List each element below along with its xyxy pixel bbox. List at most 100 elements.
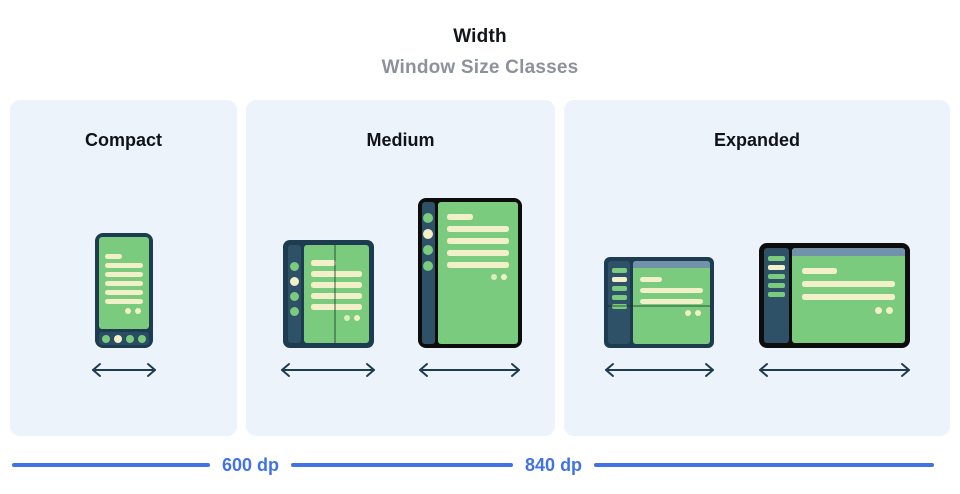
nav-rail [608, 261, 630, 344]
rail-dot [289, 307, 299, 316]
ui-dot [343, 315, 350, 321]
foldable-portrait-illustration [282, 240, 374, 348]
nav-rail [287, 245, 301, 343]
tablet-landscape-illustration [758, 243, 910, 348]
content-line [310, 271, 362, 277]
content-line [446, 214, 473, 220]
content-dots [640, 310, 703, 316]
content-dots [105, 308, 143, 314]
tablet-portrait-illustration [417, 198, 522, 348]
panel-expanded-label: Expanded [713, 130, 801, 150]
size-class-panels: Compact [10, 100, 950, 436]
panel-compact-label: Compact [84, 130, 162, 150]
ui-dot [885, 307, 893, 314]
rail-dot [423, 245, 433, 255]
width-arrow-icon [91, 363, 156, 377]
content-dots [802, 307, 895, 314]
breakpoint-ruler: 600 dp 840 dp [0, 455, 960, 475]
content-line [104, 290, 143, 295]
screen-content [791, 248, 905, 343]
ui-dot [124, 308, 131, 314]
breakpoint-600dp-label: 600 dp [222, 454, 280, 475]
foldable-landscape-column [603, 257, 716, 378]
content-line [640, 288, 703, 293]
expanded-device-area [564, 243, 950, 378]
panel-medium-label: Medium [366, 130, 435, 150]
rail-dot [289, 292, 299, 301]
medium-device-area [246, 198, 555, 378]
page-subtitle: Window Size Classes [381, 57, 579, 78]
nav-rail [763, 248, 789, 343]
content-line [640, 299, 703, 304]
foldable-portrait-column [279, 240, 377, 378]
content-line [446, 226, 509, 232]
ui-dot [353, 315, 360, 321]
content-body [792, 256, 905, 343]
content-line [104, 272, 143, 277]
width-arrow-icon [419, 363, 520, 377]
breakpoint-840dp-label: 840 dp [525, 454, 583, 475]
content-line [801, 268, 837, 274]
rail-bar [767, 283, 785, 288]
rail-bar [611, 304, 627, 309]
rail-dot [289, 262, 299, 271]
tablet-portrait-column [417, 198, 522, 378]
ui-dot [685, 310, 691, 316]
ruler-line-segment [291, 463, 514, 467]
ui-dot [490, 274, 497, 280]
content-line [310, 304, 362, 310]
rail-bar [767, 274, 785, 279]
tablet-landscape-column [757, 243, 912, 378]
fold-crease [607, 305, 711, 307]
rail-bar [767, 292, 785, 297]
ruler-line-segment [594, 463, 935, 467]
content-line [104, 299, 143, 304]
content-line [310, 282, 362, 288]
content-line [640, 277, 662, 282]
phone-illustration [94, 233, 153, 348]
content-body [633, 268, 710, 344]
nav-dot [137, 334, 146, 343]
screen-content [633, 261, 710, 344]
compact-device-area [10, 233, 237, 378]
width-arrow-icon [281, 363, 375, 377]
content-dots [311, 315, 362, 321]
panel-compact: Compact [10, 100, 237, 436]
rail-dot [423, 261, 433, 271]
nav-dot [101, 334, 110, 343]
rail-dot [423, 213, 433, 223]
phone-column [90, 233, 158, 378]
width-arrow-icon [758, 363, 910, 377]
screen-content [303, 245, 369, 343]
app-topbar [633, 261, 710, 268]
nav-dot [125, 334, 134, 343]
rail-bar [611, 277, 627, 282]
fold-crease [334, 245, 337, 343]
foldable-landscape-illustration [604, 257, 714, 348]
ui-dot [134, 308, 141, 314]
ruler-line-segment [12, 463, 210, 467]
rail-bar [611, 268, 627, 273]
ui-dot [500, 274, 507, 280]
panel-medium: Medium [246, 100, 555, 436]
page-title: Width [453, 26, 507, 47]
content-line [446, 238, 509, 244]
rail-bar [767, 265, 785, 270]
content-line [801, 281, 895, 287]
content-line [310, 260, 336, 266]
content-line [446, 250, 509, 256]
phone-navbar [98, 332, 149, 345]
rail-dot [423, 229, 433, 239]
app-topbar [791, 248, 905, 256]
content-line [446, 262, 509, 268]
content-line [104, 263, 143, 268]
nav-rail [421, 202, 435, 344]
rail-bar [611, 295, 627, 300]
diagram-header: Width Window Size Classes [0, 0, 960, 79]
content-line [310, 293, 362, 299]
rail-bar [611, 286, 627, 291]
ui-dot [695, 310, 701, 316]
content-line [104, 254, 122, 259]
phone-screen [98, 237, 149, 329]
ui-dot [874, 307, 882, 314]
